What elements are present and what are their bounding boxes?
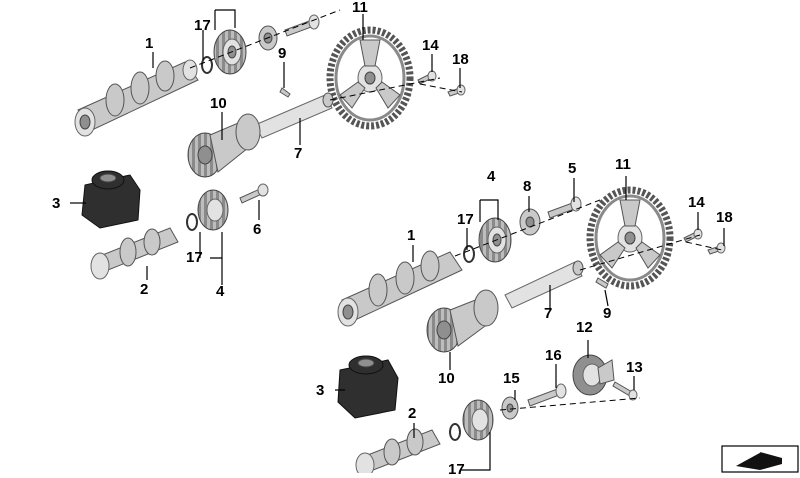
callout-bottom-18: 18 xyxy=(716,209,733,226)
callout-top-9: 9 xyxy=(278,45,287,62)
screw-9-top xyxy=(279,87,291,98)
callout-bottom-1: 1 xyxy=(407,227,416,244)
callout-bottom-15: 15 xyxy=(503,370,520,387)
washer-bottom xyxy=(463,245,475,263)
part-diagram-badge-icon xyxy=(721,445,799,473)
idler-gear-bottom xyxy=(426,289,499,353)
callout-bottom-17a: 17 xyxy=(457,211,474,228)
callout-bottom-14: 14 xyxy=(688,194,705,211)
gear-2-bottom xyxy=(462,399,494,441)
gear-2-top xyxy=(197,189,229,231)
callout-top-4: 4 xyxy=(216,283,225,300)
washer-2-bottom xyxy=(449,423,461,441)
sprocket-top xyxy=(326,26,414,130)
sprocket-bottom xyxy=(586,186,674,290)
callout-top-18: 18 xyxy=(452,51,469,68)
tensioner-bottom xyxy=(337,355,399,419)
callout-top-7: 7 xyxy=(294,145,303,162)
callout-top-17a: 17 xyxy=(194,17,211,34)
bearing-bottom xyxy=(519,208,541,236)
bottom-assembly xyxy=(335,176,726,473)
callout-bottom-4: 4 xyxy=(487,168,496,185)
callout-bottom-7: 7 xyxy=(544,305,553,322)
callout-bottom-16: 16 xyxy=(545,347,562,364)
callout-bottom-8: 8 xyxy=(523,178,532,195)
washer-top xyxy=(201,56,213,74)
callout-bottom-11: 11 xyxy=(615,156,631,173)
sensor-wheel-12 xyxy=(572,354,615,396)
camshaft-bottom xyxy=(337,250,463,327)
callout-bottom-9: 9 xyxy=(603,305,612,322)
idler-gear-top xyxy=(187,113,261,178)
camshaft-2-bottom xyxy=(355,428,441,473)
callout-top-10: 10 xyxy=(210,95,227,112)
tensioner-top xyxy=(81,170,141,229)
callout-top-14: 14 xyxy=(422,37,439,54)
shaft-bottom xyxy=(504,260,584,309)
camshaft-2-top xyxy=(90,227,179,280)
callout-bottom-3: 3 xyxy=(316,382,325,399)
shaft-top xyxy=(254,92,334,139)
camshaft-top xyxy=(74,59,199,137)
callout-bottom-5: 5 xyxy=(568,160,577,177)
callout-top-1: 1 xyxy=(145,35,154,52)
bolt-16-bottom xyxy=(527,383,567,407)
callout-top-17b: 17 xyxy=(186,249,203,266)
callout-bottom-12: 12 xyxy=(576,319,593,336)
bolt-13-bottom xyxy=(612,381,638,401)
bolt-18-bottom xyxy=(707,242,726,255)
bolt-6-top xyxy=(239,183,269,204)
callout-top-2: 2 xyxy=(140,281,149,298)
callout-top-3: 3 xyxy=(52,195,61,212)
callout-bottom-2: 2 xyxy=(408,405,417,422)
bolt-5-bottom xyxy=(547,196,582,219)
washer-2-top xyxy=(186,213,198,231)
bolt-18-top xyxy=(447,84,466,97)
callout-top-6: 6 xyxy=(253,221,262,238)
top-assembly xyxy=(70,9,466,285)
callout-bottom-17b: 17 xyxy=(448,461,465,478)
gear-bottom xyxy=(478,217,512,263)
screw-9-bottom xyxy=(595,277,609,289)
callout-bottom-10: 10 xyxy=(438,370,455,387)
callout-bottom-13: 13 xyxy=(626,359,643,376)
callout-top-11: 11 xyxy=(352,0,368,16)
bearing-15-bottom xyxy=(501,396,519,420)
